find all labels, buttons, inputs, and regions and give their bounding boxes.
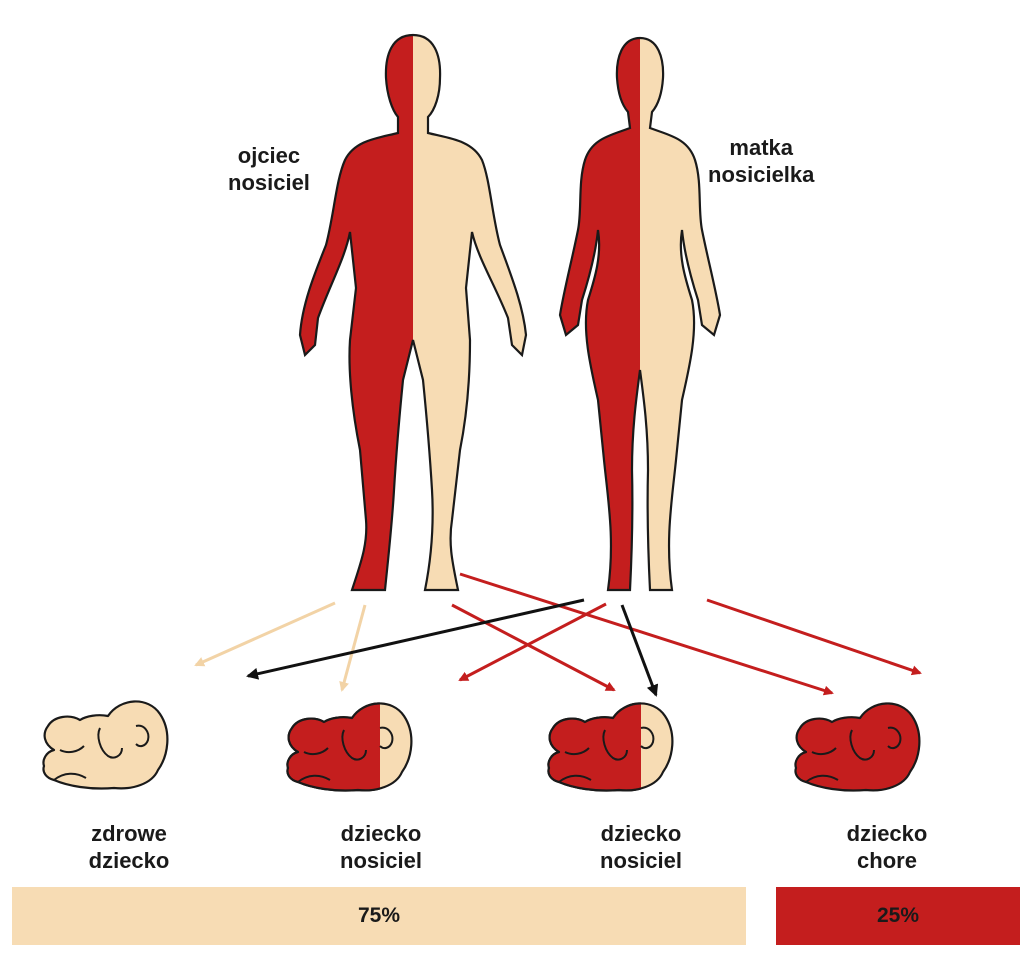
child-label-2: dziecko nosiciel <box>340 820 422 874</box>
arrow-father-to-child4 <box>459 572 834 696</box>
mother-label-line2: nosicielka <box>708 162 815 187</box>
arrow-father-to-child1 <box>194 601 336 667</box>
arrow-father-to-child3 <box>451 603 616 692</box>
baby-carrier-1 <box>286 702 413 792</box>
affected-percent-value: 25% <box>876 904 920 927</box>
child-label-1-line2: dziecko <box>88 848 170 873</box>
healthy-percent-bar: 75% <box>12 887 746 945</box>
child-label-4: dziecko chore <box>847 820 928 874</box>
arrow-mother-to-child4 <box>706 598 922 676</box>
child-label-1-line1: zdrowe <box>91 821 167 846</box>
child-label-4-line2: chore <box>857 848 917 873</box>
child-label-1: zdrowe dziecko <box>89 820 170 874</box>
arrow-mother-to-child1 <box>246 598 585 680</box>
arrow-mother-to-child3 <box>620 604 659 697</box>
child-label-2-line2: nosiciel <box>340 848 422 873</box>
baby-affected <box>794 702 921 792</box>
child-label-3-line2: nosiciel <box>600 848 682 873</box>
mother-label-line1: matka <box>729 135 793 160</box>
child-label-3-line1: dziecko <box>600 821 682 846</box>
arrow-father-to-child2 <box>339 604 367 692</box>
baby-healthy <box>42 700 169 790</box>
father-label: ojciec nosiciel <box>228 142 310 196</box>
baby-carrier-2 <box>547 702 674 792</box>
mother-healthy-half <box>640 38 720 590</box>
affected-percent-bar: 25% <box>776 887 1020 945</box>
child-label-3: dziecko nosiciel <box>600 820 682 874</box>
father-label-line2: nosiciel <box>228 170 310 195</box>
father-label-line1: ojciec <box>237 143 301 168</box>
healthy-percent-value: 75% <box>357 904 401 927</box>
mother-label: matka nosicielka <box>708 134 814 188</box>
child-label-2-line1: dziecko <box>340 821 422 846</box>
father-healthy-half <box>413 35 526 590</box>
child-label-4-line1: dziecko <box>846 821 928 846</box>
arrow-mother-to-child2 <box>458 602 607 682</box>
